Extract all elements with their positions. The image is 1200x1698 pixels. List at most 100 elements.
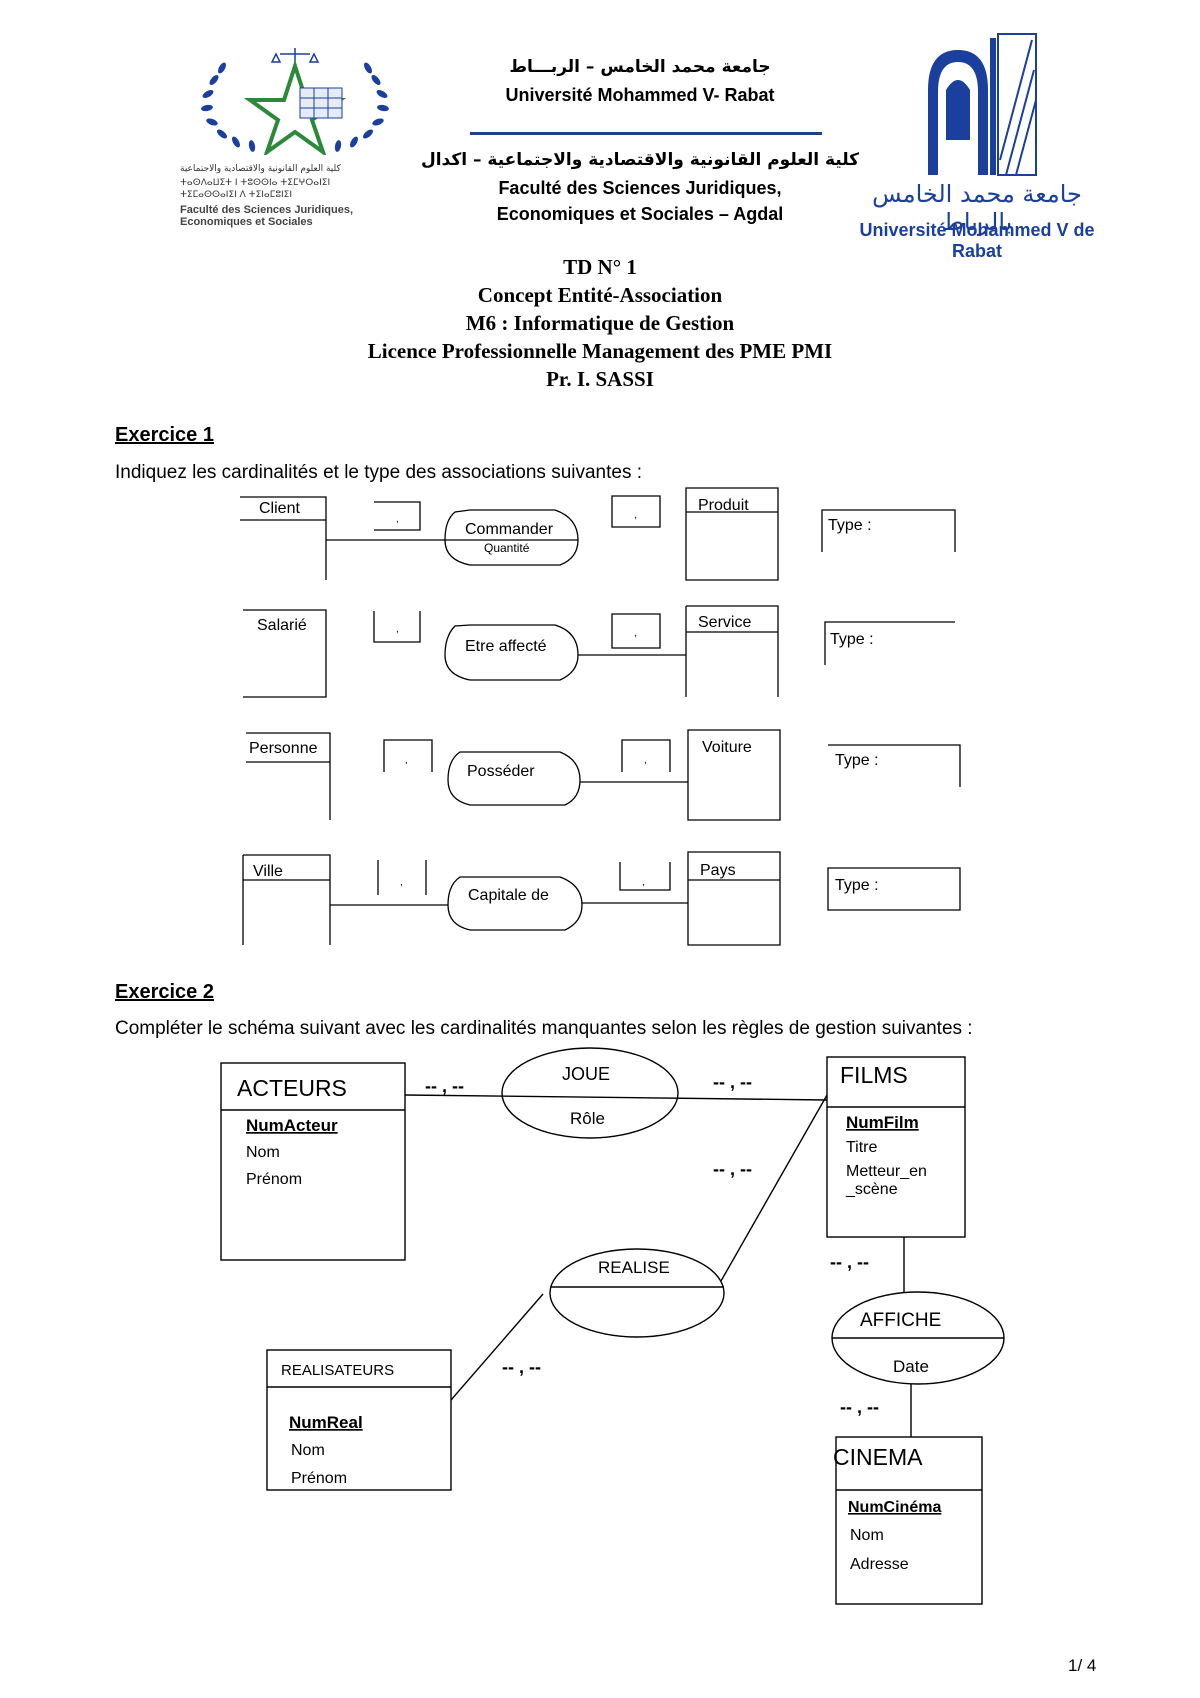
entity-attr-acteurs-nom: Nom [246, 1144, 280, 1161]
title-program: Licence Professionnelle Management des P… [367, 339, 833, 363]
card-box-left-1 [374, 501, 421, 531]
um5-logo [928, 33, 1037, 176]
ex1-row-ville-pays [242, 851, 961, 946]
entity-box-client [240, 496, 327, 580]
exercise1-diagram: Client Commander Quantité Produit Type :… [240, 487, 961, 946]
title-professor: Pr. I. SASSI [546, 367, 654, 391]
exercise1-heading: Exercice 1 [115, 424, 214, 446]
entity-attr-films-metteur: Metteur_en [846, 1163, 927, 1180]
type-label-3: Type : [835, 752, 879, 769]
entity-title-films: FILMS [840, 1062, 908, 1088]
card-box-left-2 [373, 611, 421, 643]
assoc-label-affiche: AFFICHE [860, 1310, 941, 1331]
assoc-label-commander: Commander [465, 521, 554, 538]
faculty-name-fr-2: Economiques et Sociales – Agdal [496, 204, 784, 224]
card-films-joue: -- , -- [713, 1072, 752, 1092]
fsjes-logo-text-fr-2: Economiques et Sociales [180, 216, 313, 228]
card-films-affiche: -- , -- [830, 1252, 869, 1272]
faculty-name-ar: كلية العلوم القانونية والاقتصادية والاجت… [420, 150, 860, 170]
um5-logo-text-ar: جامعة محمد الخامس بالرباط [872, 180, 1082, 236]
entity-key-realisateurs: NumReal [289, 1413, 363, 1432]
card-box-right-1 [611, 495, 661, 528]
entity-box-produit [685, 487, 779, 581]
assoc-oval-capitale-de [447, 876, 583, 931]
arch-icon [928, 38, 996, 175]
exercise2-diagram: ACTEURS NumActeur Nom Prénom FILMS NumFi… [220, 1047, 1005, 1605]
assoc-oval-commander [444, 509, 579, 566]
entity-label-service: Service [698, 614, 751, 631]
card-realisateurs-realise: -- , -- [502, 1357, 541, 1377]
type-box-4 [827, 867, 961, 911]
type-box-3 [828, 744, 961, 787]
book-grid-icon [299, 87, 343, 119]
faculty-name-fr-1: Faculté des Sciences Juridiques, [498, 178, 782, 198]
page-number: 1/ 4 [1068, 1656, 1097, 1675]
assoc-label-posseder: Posséder [467, 763, 535, 780]
card-comma-3r: , [644, 755, 647, 766]
card-box-right-3 [621, 739, 671, 772]
card-films-realise: -- , -- [713, 1159, 752, 1179]
exercise2-heading: Exercice 2 [115, 981, 214, 1003]
assoc-oval-realise [549, 1248, 725, 1338]
assoc-oval-joue [501, 1047, 679, 1139]
card-comma-2r: , [634, 628, 637, 639]
entity-key-films: NumFilm [846, 1113, 919, 1132]
fsjes-logo-text-fr-1: Faculté des Sciences Juridiques, [180, 204, 354, 216]
fsjes-logo [201, 48, 389, 155]
type-label-4: Type : [835, 877, 879, 894]
card-box-left-4 [377, 860, 427, 895]
fsjes-logo-text-tifinagh-1: ⵜⴰⵙⴷⴰⵡⵉⵜ ⵏ ⵜⵓⵙⵙⵏⴰ ⵜⵉⵎⵖⵔⴰⵏⵉⵏ [180, 178, 331, 188]
entity-box-ville [242, 854, 331, 945]
entity-attr-films-titre: Titre [846, 1139, 878, 1156]
assoc-oval-etre-affecte [444, 624, 579, 681]
university-name-fr: Université Mohammed V- Rabat [505, 85, 775, 105]
entity-label-produit: Produit [698, 497, 749, 514]
assoc-attr-quantite: Quantité [484, 541, 530, 555]
card-comma-4r: , [642, 877, 645, 888]
ex1-row-salarie-service [243, 605, 955, 698]
entity-box-personne [246, 732, 331, 820]
card-comma-3l: , [405, 755, 408, 766]
entity-attr-acteurs-prenom: Prénom [246, 1171, 302, 1188]
card-box-left-3 [383, 739, 433, 772]
entity-box-cinema [835, 1436, 983, 1605]
university-name-ar: جامعة محمد الخامس – الربـــاط [509, 57, 771, 77]
header-rule [470, 132, 822, 135]
entity-box-films [826, 1056, 966, 1238]
assoc-label-realise: REALISE [598, 1258, 670, 1277]
fsjes-logo-text-ar: كلية العلوم القانونية والاقتصادية والاجت… [180, 164, 341, 174]
entity-key-acteurs: NumActeur [246, 1116, 338, 1135]
type-box-1 [821, 509, 956, 552]
entity-key-cinema: NumCinéma [848, 1499, 941, 1516]
entity-title-cinema: CINEMA [833, 1444, 923, 1470]
entity-box-voiture [687, 729, 781, 821]
type-label-2: Type : [830, 631, 874, 648]
entity-box-pays [687, 851, 781, 946]
entity-title-acteurs: ACTEURS [237, 1075, 347, 1101]
fsjes-logo-text-tifinagh-2: ⵜⵉⵎⴰⵙⵙⴰⵏⵉⵏ ⴷ ⵜⵉⵏⴰⵎⵓⵏⵉⵏ [180, 190, 293, 200]
entity-label-ville: Ville [253, 863, 283, 880]
assoc-label-etre-affecte: Etre affecté [465, 638, 547, 655]
entity-box-realisateurs [266, 1349, 452, 1491]
entity-attr-realisateurs-nom: Nom [291, 1442, 325, 1459]
entity-attr-cinema-nom: Nom [850, 1527, 884, 1544]
ex1-row-personne-voiture [246, 729, 961, 821]
exercise1-instruction: Indiquez les cardinalités et le type des… [115, 462, 643, 483]
card-acteurs-joue: -- , -- [425, 1076, 464, 1096]
entity-attr-films-scene: _scène [845, 1181, 898, 1198]
entity-label-client: Client [259, 500, 300, 517]
entity-box-acteurs [220, 1062, 406, 1261]
type-label-1: Type : [828, 517, 872, 534]
title-td-number: TD N° 1 [563, 255, 637, 279]
entity-box-salarie [243, 609, 327, 698]
entity-label-personne: Personne [249, 740, 318, 757]
exercise2-instruction: Compléter le schéma suivant avec les car… [115, 1018, 973, 1039]
entity-label-voiture: Voiture [702, 739, 752, 756]
card-comma-1l: , [396, 514, 399, 525]
title-topic: Concept Entité-Association [477, 283, 723, 307]
assoc-attr-role: Rôle [570, 1109, 605, 1128]
title-module: M6 : Informatique de Gestion [465, 311, 735, 335]
card-cinema-affiche: -- , -- [840, 1397, 879, 1417]
entity-label-salarie: Salarié [257, 617, 307, 634]
card-comma-2l: , [396, 624, 399, 635]
